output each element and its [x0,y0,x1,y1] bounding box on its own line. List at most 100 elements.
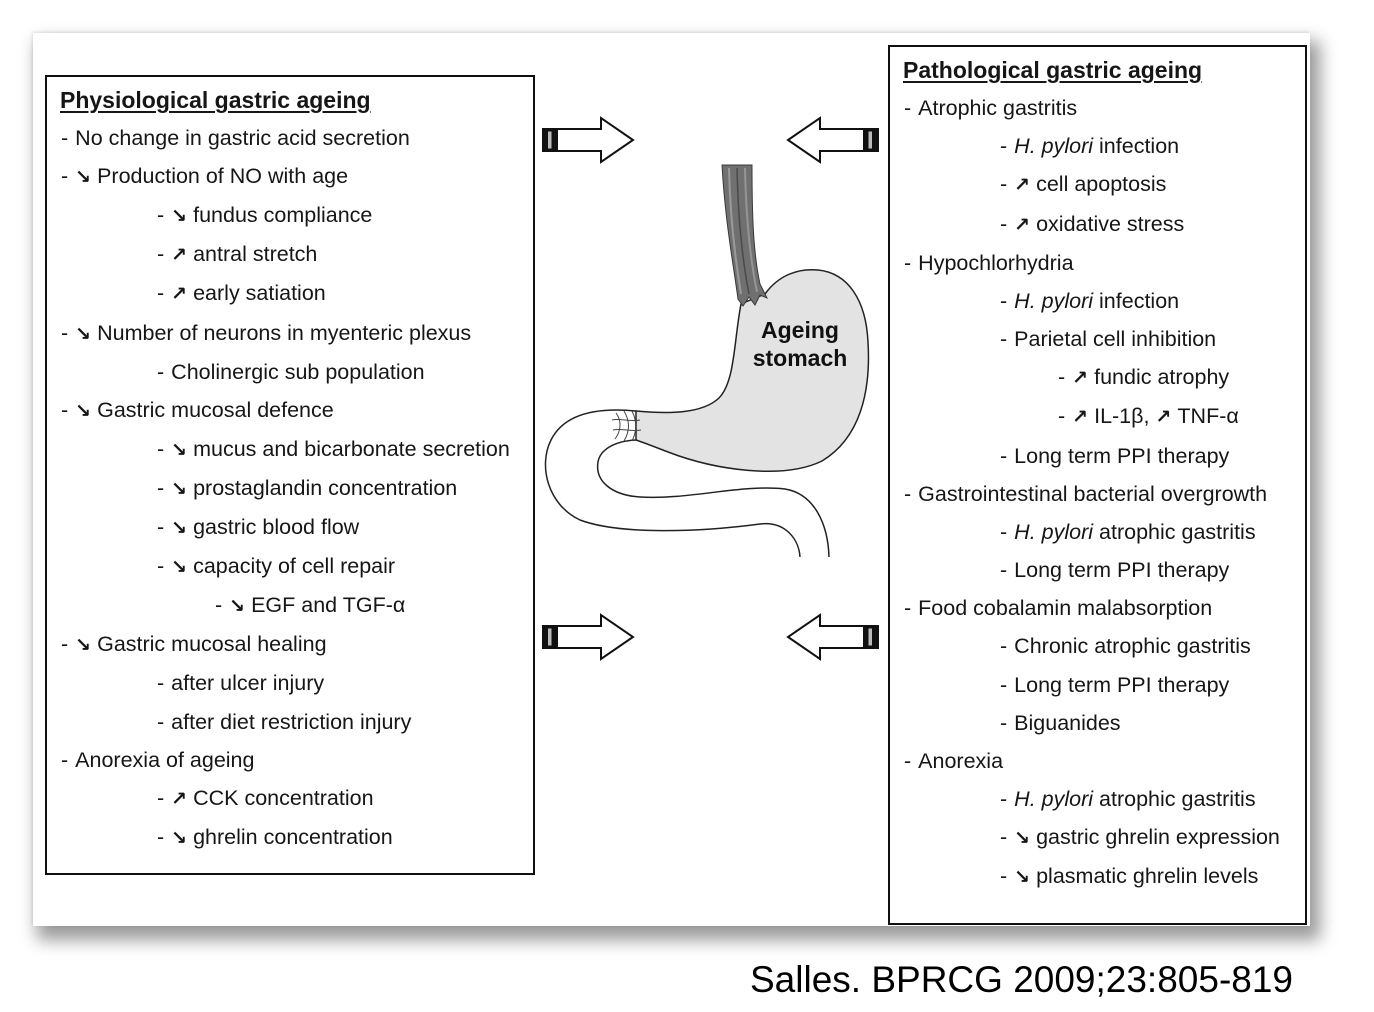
arrow-left-icon [786,116,879,164]
bullet-dash: - [1000,634,1008,659]
bullet-dash: - [1000,172,1008,197]
item-text: Food cobalamin malabsorption [918,596,1213,621]
stomach-illustration [544,164,870,558]
list-item: -↘Production of NO with age [60,157,533,196]
bullet-dash: - [904,481,912,506]
item-text: No change in gastric acid secretion [75,126,410,151]
bullet-dash: - [157,203,165,228]
bullet-dash: - [157,359,165,384]
item-text: Long term PPI therapy [1014,558,1230,583]
list-item: -↘Number of neurons in myenteric plexus [60,314,533,353]
species-name: H. pylori [1014,134,1094,159]
arrow-right-icon [542,613,635,661]
item-text: cell apoptosis [1036,172,1167,197]
list-item: -Long term PPI therapy [903,666,1305,704]
increase-arrow-icon: ↗ [1072,367,1089,390]
item-text: Long term PPI therapy [1014,672,1230,697]
increase-arrow-icon: ↗ [171,244,188,267]
list-item: -Hypochlorhydria [903,244,1305,282]
decrease-arrow-icon: ↘ [171,205,188,228]
decrease-arrow-icon: ↘ [1014,827,1031,850]
item-text: Long term PPI therapy [1014,443,1230,468]
item-text: Hypochlorhydria [918,250,1074,275]
stomach-body [635,268,870,472]
item-text: Number of neurons in myenteric plexus [97,320,472,345]
bullet-dash: - [1000,710,1008,735]
item-text: EGF and TGF-α [251,593,406,618]
list-item: -↘plasmatic ghrelin levels [903,857,1305,896]
list-item: -Biguanides [903,704,1305,742]
bullet-dash: - [157,281,165,306]
stomach-label-line2: stomach [752,345,848,371]
decrease-arrow-icon: ↘ [1014,866,1031,889]
center-illustration [542,116,879,661]
bullet-dash: - [1000,864,1008,889]
item-text: infection [1099,288,1180,313]
bullet-dash: - [157,515,165,540]
pathological-ageing-box: Pathological gastric ageing -Atrophic ga… [888,45,1307,925]
bullet-dash: - [1000,786,1008,811]
pylorus [611,410,642,442]
increase-arrow-icon: ↗ [1014,174,1031,197]
list-item: -↗early satiation [60,274,533,313]
item-text: Biguanides [1014,710,1121,735]
bullet-dash: - [157,554,165,579]
list-item: -Atrophic gastritis [903,89,1305,127]
decrease-arrow-icon: ↘ [171,826,188,849]
item-text: gastric blood flow [193,515,360,540]
item-text: fundus compliance [193,203,373,228]
list-item: -Cholinergic sub population [60,353,533,391]
bullet-dash: - [904,250,912,275]
bullet-dash: - [1000,134,1008,159]
bullet-dash: - [1000,327,1008,352]
list-item: -↗cell apoptosis [903,165,1305,204]
increase-arrow-icon: ↗ [171,283,188,306]
bullet-dash: - [1000,443,1008,468]
list-item: -↘prostaglandin concentration [60,469,533,508]
species-name: H. pylori [1014,288,1094,313]
bullet-dash: - [61,397,69,422]
item-text: Gastrointestinal bacterial overgrowth [918,481,1268,506]
item-text: atrophic gastritis [1099,786,1256,811]
bullet-dash: - [61,164,69,189]
list-item: -↘Gastric mucosal defence [60,391,533,430]
item-text: after diet restriction injury [171,709,412,734]
stomach-label: Ageing stomach [740,316,860,372]
bullet-dash: - [904,96,912,121]
item-text: plasmatic ghrelin levels [1036,864,1259,889]
list-item: -↗fundic atrophy [903,358,1305,397]
bullet-dash: - [215,593,223,618]
bullet-dash: - [1000,558,1008,583]
item-text: antral stretch [193,242,318,267]
physiological-ageing-box: Physiological gastric ageing -No change … [45,75,535,875]
decrease-arrow-icon: ↘ [75,399,92,422]
bullet-dash: - [157,671,165,696]
item-text: Parietal cell inhibition [1014,327,1217,352]
list-item: -↘EGF and TGF-α [60,586,533,625]
list-item: -↘ghrelin concentration [60,818,533,857]
bullet-dash: - [1000,825,1008,850]
bullet-dash: - [904,748,912,773]
bullet-dash: - [61,747,69,772]
decrease-arrow-icon: ↘ [171,438,188,461]
list-item: -↘gastric ghrelin expression [903,818,1305,857]
item-text: Anorexia [918,748,1004,773]
item-text: IL-1β, [1094,404,1150,429]
increase-arrow-icon: ↗ [1155,406,1172,429]
item-text: mucus and bicarbonate secretion [193,436,510,461]
item-text: Cholinergic sub population [171,359,425,384]
decrease-arrow-icon: ↘ [171,556,188,579]
list-item: -Food cobalamin malabsorption [903,589,1305,627]
item-text: CCK concentration [193,785,374,810]
arrow-right-icon [542,116,635,164]
decrease-arrow-icon: ↘ [75,634,92,657]
list-item: -Long term PPI therapy [903,551,1305,589]
stomach-label-line1: Ageing [761,317,839,343]
species-name: H. pylori [1014,786,1094,811]
bullet-dash: - [157,475,165,500]
physiological-ageing-list: -No change in gastric acid secretion-↘Pr… [60,119,533,857]
species-name: H. pylori [1014,519,1094,544]
decrease-arrow-icon: ↘ [75,166,92,189]
increase-arrow-icon: ↗ [171,787,188,810]
